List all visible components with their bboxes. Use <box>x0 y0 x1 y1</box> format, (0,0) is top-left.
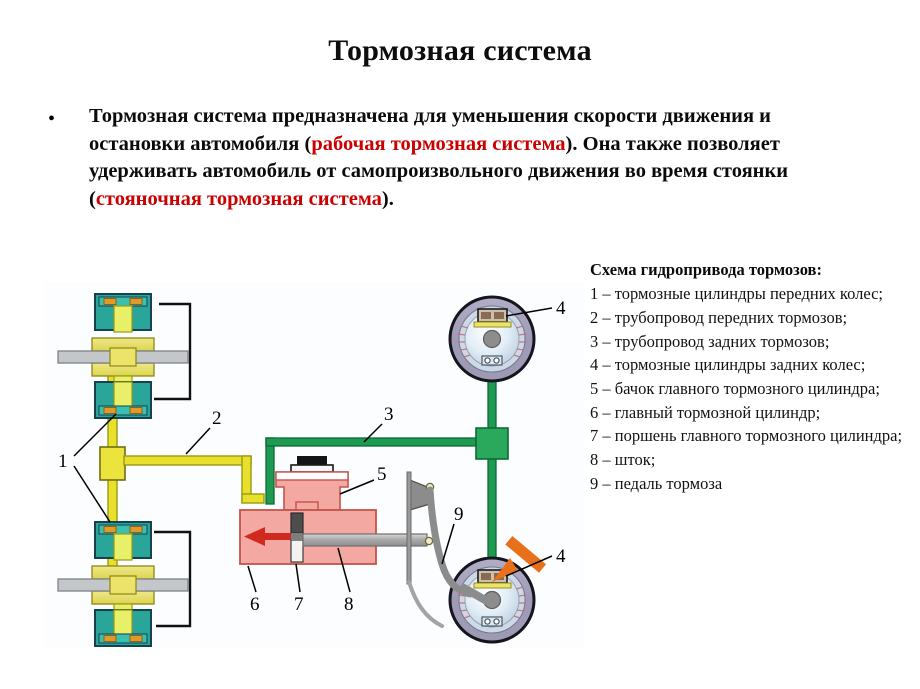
front-brake-assembly-top <box>57 293 192 419</box>
legend-item-6: 6 – главный тормозной цилиндр; <box>590 402 821 422</box>
diagram-callout-numbers: 1 2 3 4 4 5 6 7 8 9 <box>58 298 566 615</box>
callout-7: 7 <box>294 594 304 615</box>
legend-list: 1 – тормозные цилиндры передних колес; 2… <box>590 282 916 495</box>
leader-1-bottom <box>73 465 111 523</box>
brake-system-diagram: 1 2 3 4 4 5 6 7 8 9 <box>44 282 584 647</box>
page-title: Тормозная система <box>328 34 592 67</box>
diagram-legend: Схема гидропривода тормозов: 1 – тормозн… <box>590 258 916 495</box>
brake-hydraulic-schematic: 1 2 3 4 4 5 6 7 8 9 <box>44 282 584 647</box>
master-cylinder-assembly <box>239 456 428 565</box>
legend-item-7: 7 – поршень главного тормозного цилиндра… <box>590 426 903 446</box>
leader-4-top <box>505 307 553 317</box>
bullet-segment-1: Тормозная система предназначена для умен… <box>89 105 771 155</box>
callout-6: 6 <box>250 594 260 615</box>
rear-pipe-junction <box>475 427 509 460</box>
legend-item-2: 2 – трубопровод передних тормозов; <box>590 308 848 328</box>
front-pipe-junction <box>99 446 126 481</box>
rear-brake-drum-top <box>448 295 536 383</box>
leader-2 <box>185 427 211 455</box>
bullet-segment-5: ). <box>381 187 394 210</box>
legend-item-5: 5 – бачок главного тормозного цилиндра; <box>590 379 880 399</box>
legend-item-1: 1 – тормозные цилиндры передних колес; <box>590 284 884 304</box>
leader-8 <box>337 547 351 593</box>
bullet-paragraph: Тормозная система предназначена для умен… <box>89 103 866 213</box>
legend-item-9: 9 – педаль тормоза <box>590 473 723 493</box>
callout-3: 3 <box>384 404 394 425</box>
leader-4-bottom <box>505 555 553 577</box>
leader-9 <box>441 523 455 565</box>
legend-item-8: 8 – шток; <box>590 450 656 470</box>
master-cylinder-piston <box>290 512 304 534</box>
callout-8: 8 <box>344 594 354 615</box>
leader-5 <box>339 479 375 495</box>
leader-7 <box>295 563 301 593</box>
diagram-callouts <box>73 307 553 593</box>
bullet-segment-4-highlight: стояночная тормозная система <box>95 187 382 210</box>
bullet-block: • Тормозная система предназначена для ум… <box>48 103 866 213</box>
leader-1-top <box>73 413 117 457</box>
callout-5: 5 <box>377 464 387 485</box>
leader-3 <box>363 423 383 443</box>
callout-9: 9 <box>454 504 464 525</box>
legend-item-3: 3 – трубопровод задних тормозов; <box>590 331 830 351</box>
front-brake-assembly-bottom <box>57 521 192 647</box>
leader-6 <box>247 565 257 593</box>
legend-item-4: 4 – тормозные цилиндры задних колес; <box>590 355 866 375</box>
callout-2: 2 <box>212 408 222 429</box>
bullet-marker: • <box>48 108 56 130</box>
callout-4-top: 4 <box>556 298 566 319</box>
callout-4-bottom: 4 <box>556 546 566 567</box>
bullet-segment-3: ). Она также позволяет удерживать автомо… <box>89 132 789 210</box>
callout-1: 1 <box>58 451 68 472</box>
fluid-flow-arrow <box>244 527 304 546</box>
bullet-segment-2-highlight: рабочая тормозная система <box>311 132 566 155</box>
legend-title: Схема гидропривода тормозов: <box>590 260 822 279</box>
